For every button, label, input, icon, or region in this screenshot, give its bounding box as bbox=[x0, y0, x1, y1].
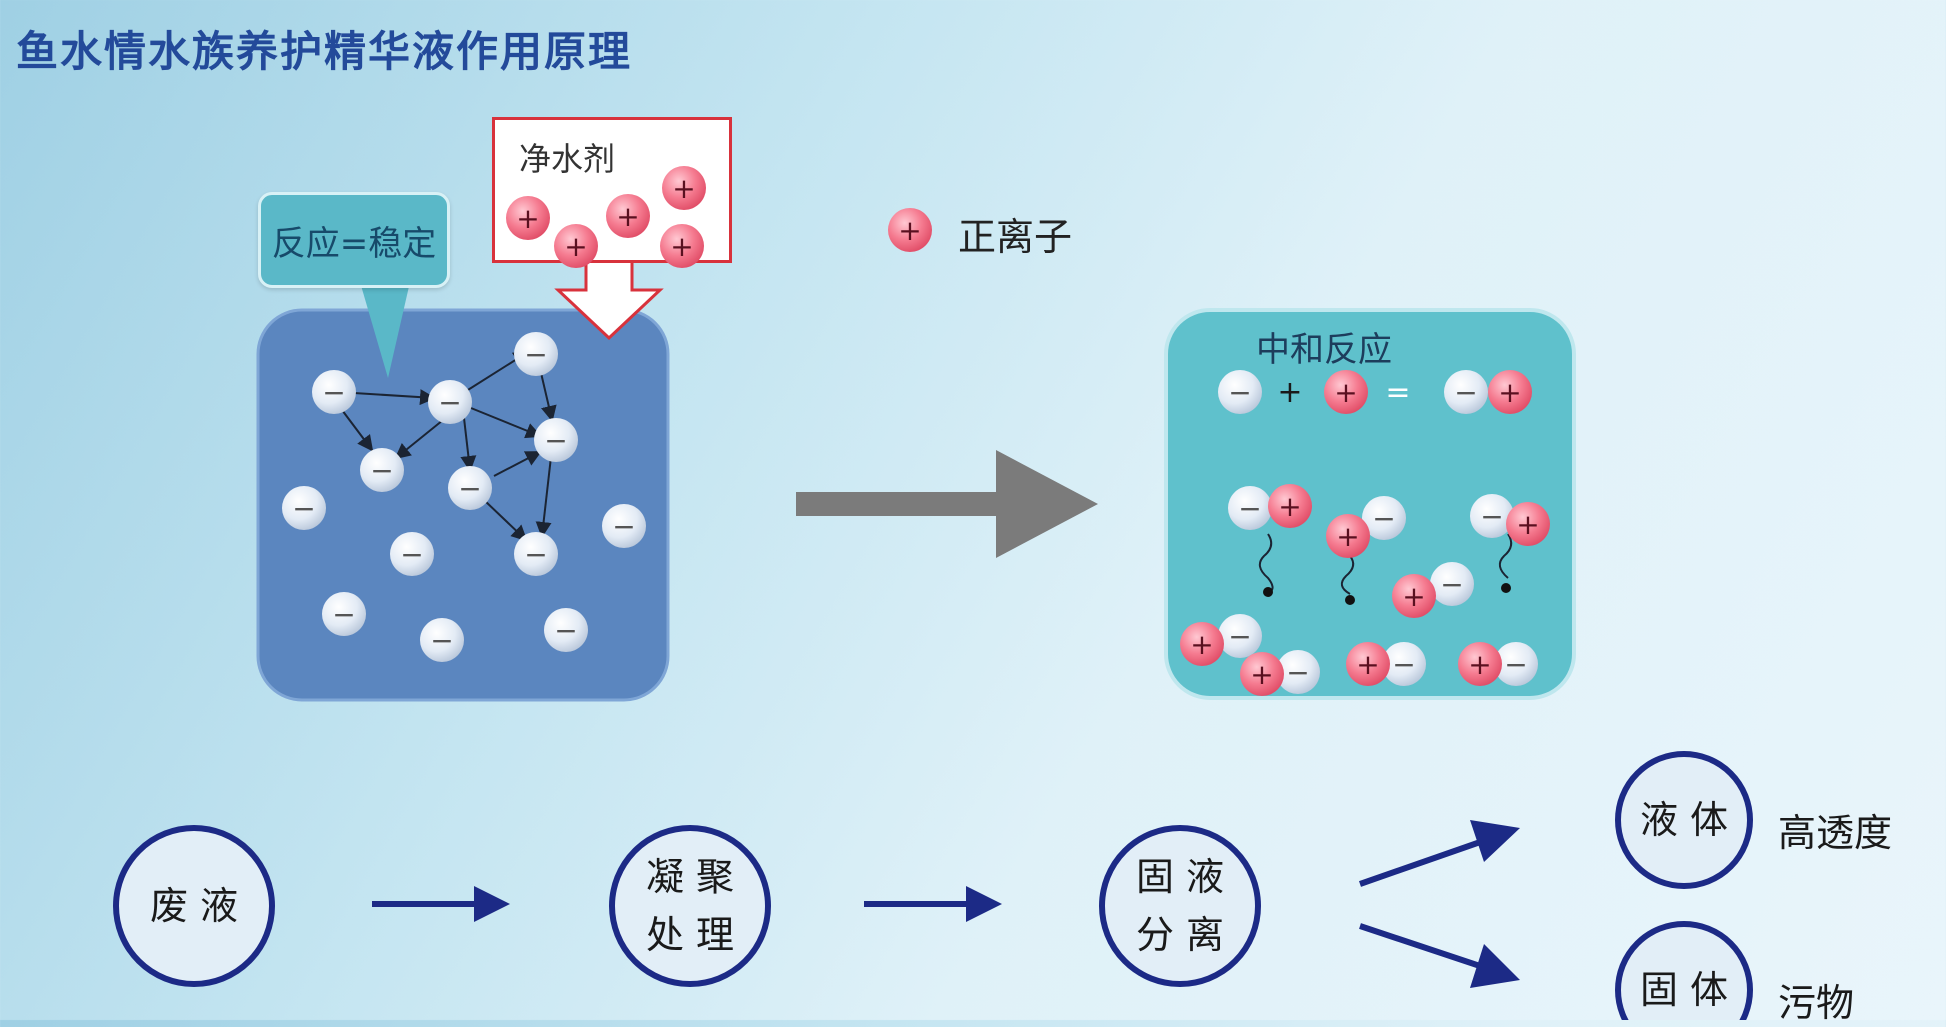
svg-text:−: − bbox=[1504, 648, 1527, 681]
svg-text:−: − bbox=[1392, 648, 1415, 681]
svg-text:−: − bbox=[1480, 500, 1503, 533]
neutralized-pairs: −+ −+ −+ −+ −+ −+ −+ −+ bbox=[1180, 484, 1550, 696]
svg-text:−: − bbox=[554, 614, 577, 647]
flow-label-coagulation: 凝 聚 处 理 bbox=[645, 855, 735, 957]
svg-text:−: − bbox=[1372, 502, 1395, 535]
flow-node-liquid bbox=[1615, 751, 1753, 889]
flow-label-waste: 废 液 bbox=[149, 884, 239, 928]
ion-pair: −+ bbox=[1470, 494, 1550, 546]
negative-ion: − bbox=[420, 618, 464, 662]
positive-ion: + bbox=[1488, 370, 1532, 414]
negative-ion: − bbox=[282, 486, 326, 530]
svg-text:−: − bbox=[438, 386, 461, 419]
svg-text:−: − bbox=[524, 538, 547, 571]
svg-text:+: + bbox=[1516, 508, 1539, 541]
svg-text:+: + bbox=[1498, 376, 1521, 409]
flow-label-solid: 固 体 bbox=[1639, 968, 1729, 1012]
solid-result-label: 污物 bbox=[1778, 981, 1855, 1025]
flow-node-waste bbox=[113, 825, 275, 987]
svg-text:−: − bbox=[1440, 568, 1463, 601]
particle-tethers bbox=[1258, 533, 1513, 595]
flow-arrows bbox=[372, 820, 1520, 988]
ion-pair: −+ bbox=[1228, 484, 1312, 530]
svg-text:+: + bbox=[1277, 375, 1302, 410]
purifier-additive-box: 净水剂 bbox=[492, 117, 732, 263]
tether-dots bbox=[1263, 583, 1511, 605]
negative-ion: − bbox=[428, 380, 472, 424]
negative-ion: − bbox=[1444, 370, 1488, 414]
legend-label: 正离子 bbox=[958, 215, 1073, 259]
svg-text:−: − bbox=[430, 624, 453, 657]
svg-text:+: + bbox=[1336, 520, 1359, 553]
neutralization-equation: − + + = − + bbox=[1218, 370, 1532, 414]
negative-ion: − bbox=[360, 448, 404, 492]
svg-text:−: − bbox=[524, 338, 547, 371]
svg-text:−: − bbox=[1228, 376, 1251, 409]
negative-ion: − bbox=[544, 608, 588, 652]
svg-text:=: = bbox=[1385, 375, 1410, 410]
svg-text:−: − bbox=[612, 510, 635, 543]
negative-ion: − bbox=[448, 466, 492, 510]
flow-node-coagulation bbox=[609, 825, 771, 987]
negative-ion: − bbox=[390, 532, 434, 576]
negative-ion: − bbox=[1218, 370, 1262, 414]
svg-text:+: + bbox=[1250, 658, 1273, 691]
positive-ion: + bbox=[1324, 370, 1368, 414]
ion-pair: −+ bbox=[1392, 562, 1474, 618]
negative-ion: − bbox=[514, 532, 558, 576]
page-title: 鱼水情水族养护精华液作用原理 bbox=[16, 27, 633, 76]
flow-label-liquid: 液 体 bbox=[1639, 798, 1729, 842]
ion-network bbox=[335, 350, 557, 542]
ion-pair: −+ bbox=[1458, 642, 1538, 686]
svg-text:+: + bbox=[1356, 648, 1379, 681]
flow-node-solid bbox=[1615, 921, 1753, 1020]
svg-text:−: − bbox=[332, 598, 355, 631]
flow-node-separation bbox=[1099, 825, 1261, 987]
ion-pair: −+ bbox=[1326, 496, 1406, 558]
ion-pair: −+ bbox=[1180, 614, 1262, 666]
svg-text:−: − bbox=[544, 424, 567, 457]
svg-text:−: − bbox=[1228, 620, 1251, 653]
svg-text:+: + bbox=[1402, 580, 1425, 613]
flow-label-separation: 固 液 分 离 bbox=[1135, 855, 1225, 957]
svg-text:+: + bbox=[1468, 648, 1491, 681]
svg-text:−: − bbox=[292, 492, 315, 525]
svg-text:−: − bbox=[1454, 376, 1477, 409]
negative-ion: − bbox=[602, 504, 646, 548]
negative-ion: − bbox=[514, 332, 558, 376]
right-box-title: 中和反应 bbox=[1256, 330, 1392, 370]
svg-text:−: − bbox=[1286, 656, 1309, 689]
negative-ion: − bbox=[322, 592, 366, 636]
svg-text:+: + bbox=[1278, 490, 1301, 523]
svg-text:−: − bbox=[1238, 492, 1261, 525]
svg-text:+: + bbox=[1334, 376, 1357, 409]
ion-pair: −+ bbox=[1346, 642, 1426, 686]
svg-text:−: − bbox=[370, 454, 393, 487]
negative-ion: − bbox=[312, 370, 356, 414]
reaction-callout: 反应=稳定 bbox=[258, 192, 450, 288]
process-flow bbox=[113, 751, 1753, 1020]
liquid-result-label: 高透度 bbox=[1778, 811, 1893, 855]
reaction-arrow bbox=[796, 450, 1098, 558]
additive-label: 净水剂 bbox=[519, 140, 616, 178]
negative-ion: − bbox=[534, 418, 578, 462]
svg-text:+: + bbox=[1190, 628, 1213, 661]
ion-pair: −+ bbox=[1240, 650, 1320, 696]
svg-text:−: − bbox=[400, 538, 423, 571]
svg-text:−: − bbox=[458, 472, 481, 505]
additive-arrow bbox=[554, 256, 664, 341]
svg-text:−: − bbox=[322, 376, 345, 409]
negative-ions-left: − − − − − − − − − − − − − bbox=[282, 332, 646, 662]
callout-tail bbox=[360, 282, 410, 378]
